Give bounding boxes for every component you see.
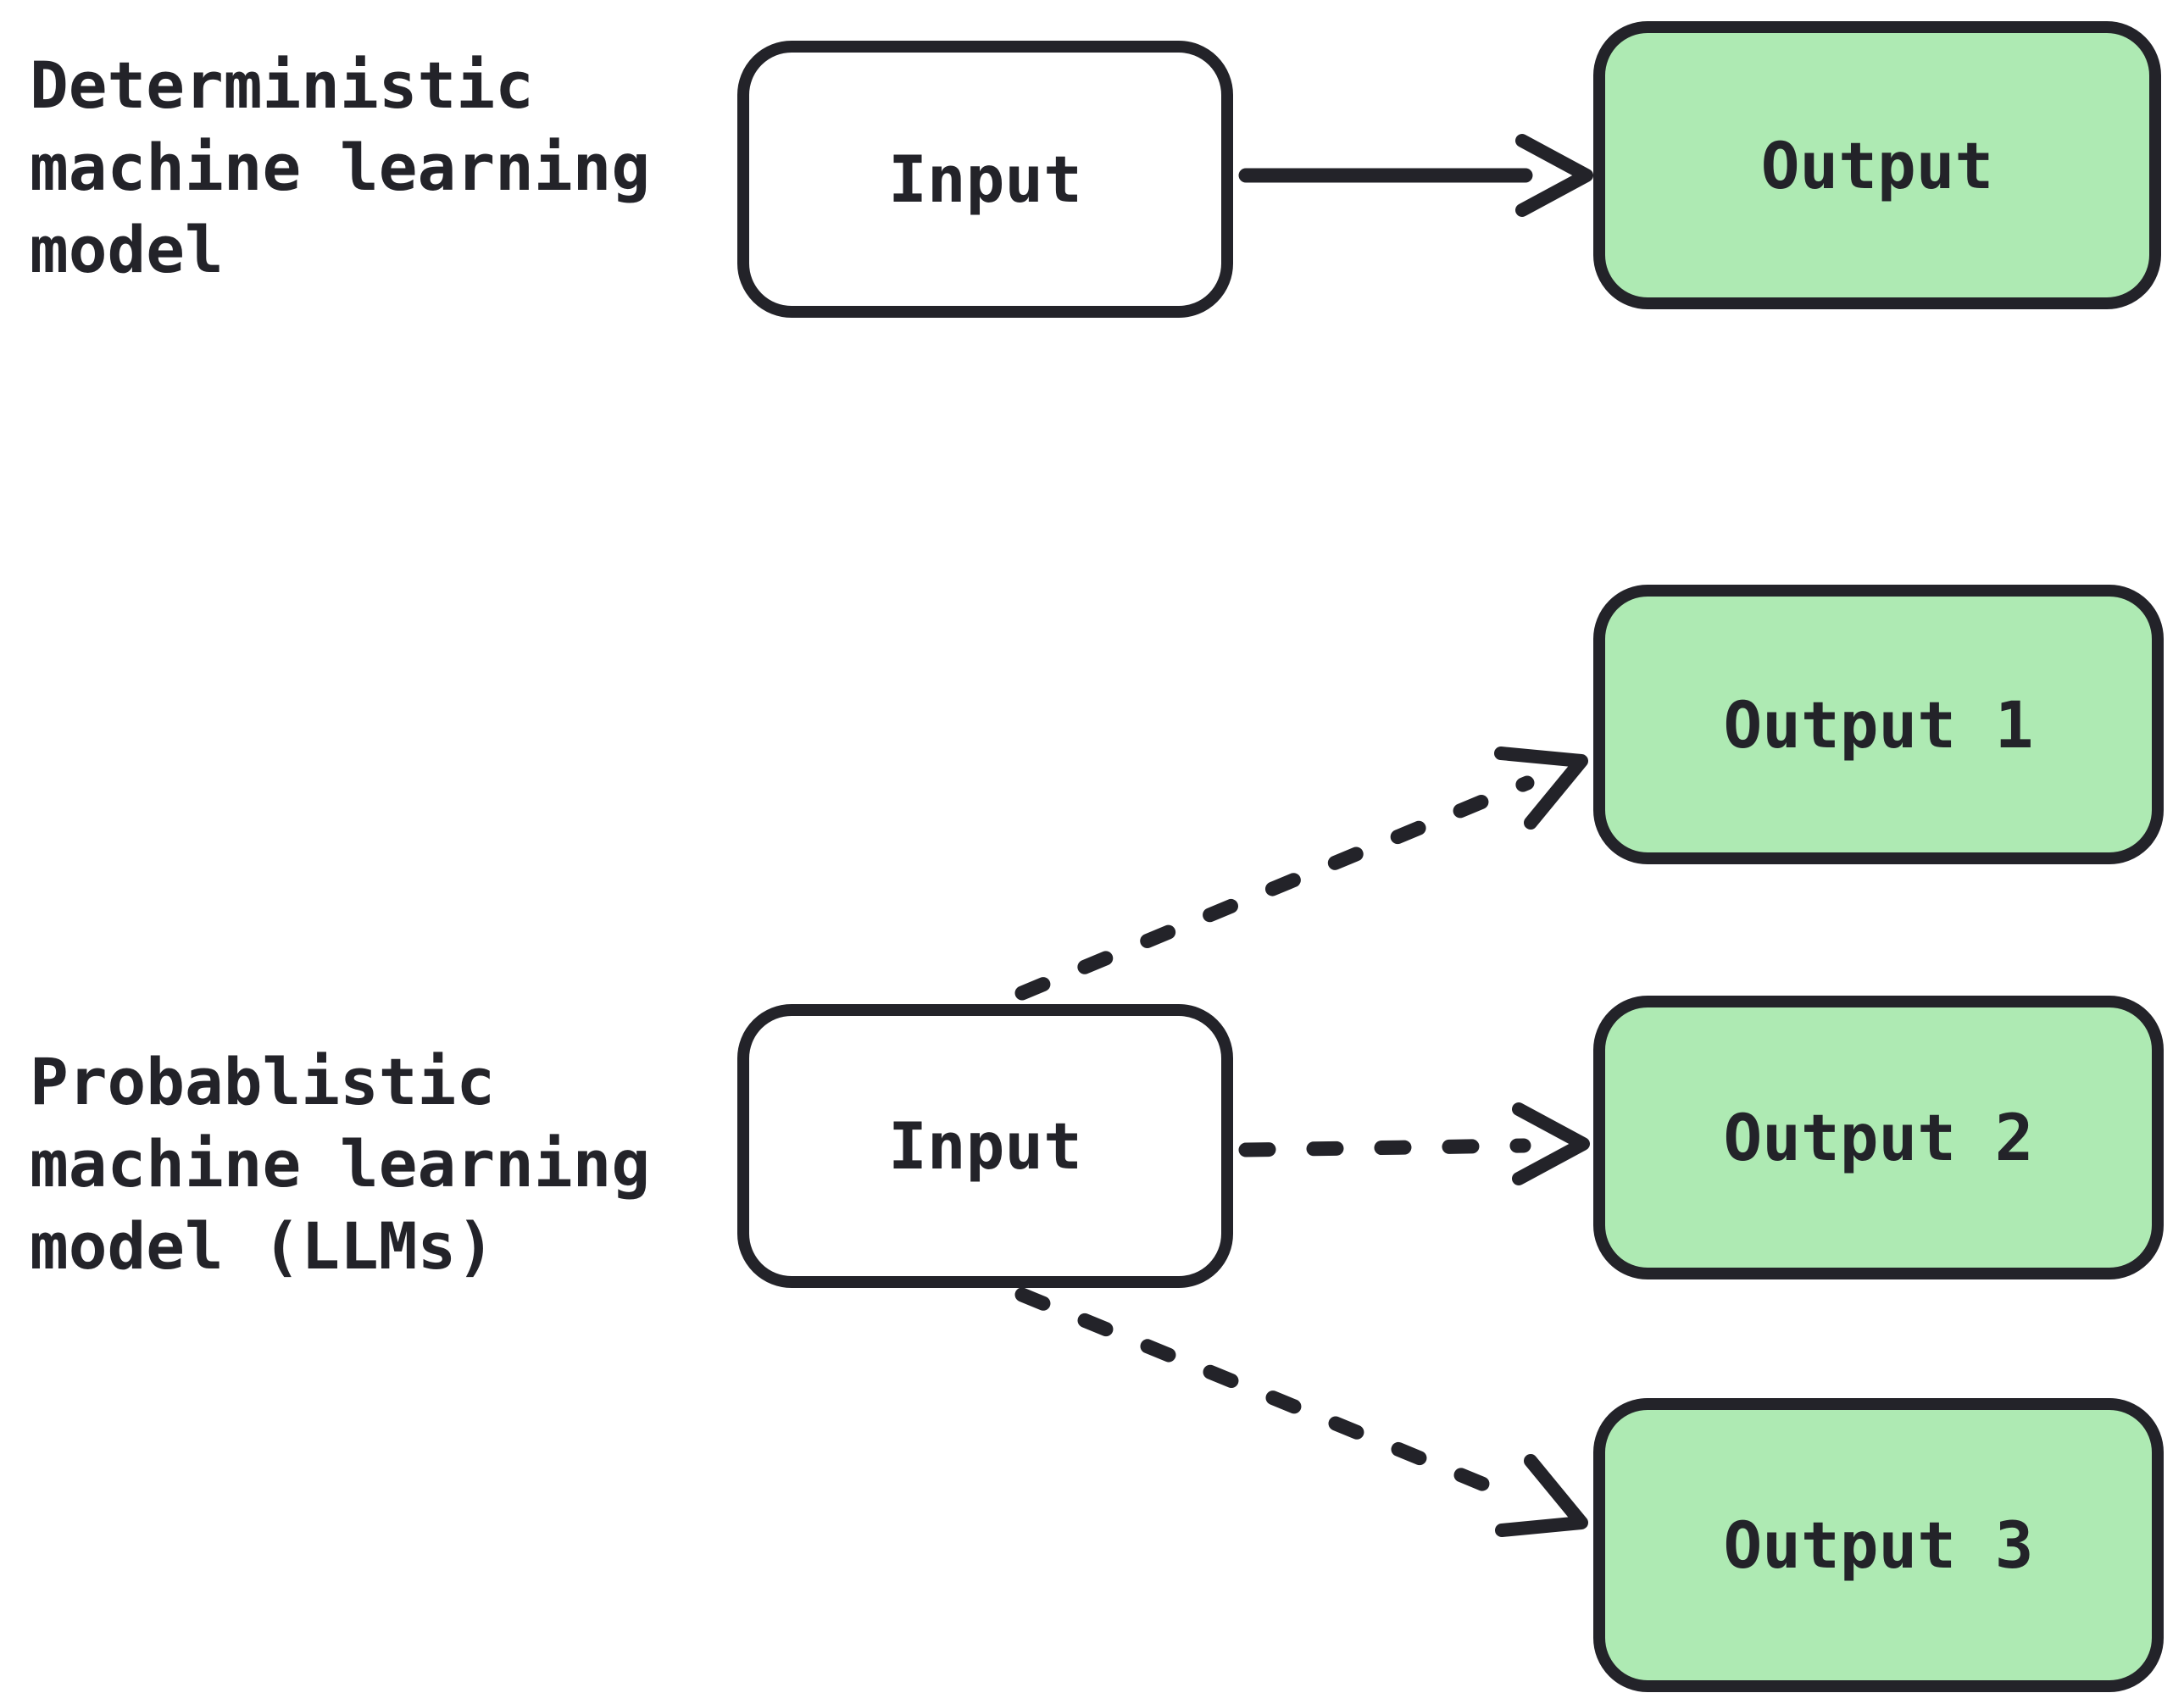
node-output-2: Output 2 — [1593, 996, 2164, 1279]
dashed-arrow-input-to-output3 — [1014, 1287, 1588, 1537]
caption-line: model (LLMs) — [30, 1208, 496, 1284]
node-label: Output — [1760, 127, 1994, 203]
node-input-deterministic: Input — [737, 41, 1233, 318]
node-label: Output 3 — [1723, 1507, 2034, 1583]
dashed-arrow-input-to-output1 — [1014, 747, 1588, 1001]
solid-arrow-input-to-output — [1238, 134, 1593, 217]
caption-deterministic-model: Deterministic machine learning model — [30, 44, 650, 291]
node-label: Output 1 — [1723, 686, 2034, 763]
node-output-deterministic: Output — [1593, 21, 2161, 309]
caption-probablistic-model: Probablistic machine learning model (LLM… — [30, 1041, 650, 1287]
node-output-3: Output 3 — [1593, 1398, 2164, 1692]
node-label: Output 2 — [1723, 1100, 2034, 1175]
node-input-probablistic: Input — [737, 1004, 1233, 1288]
node-label: Input — [888, 1108, 1082, 1184]
node-output-1: Output 1 — [1593, 585, 2164, 864]
caption-line: Probablistic — [30, 1044, 496, 1119]
caption-line: model — [30, 212, 224, 287]
caption-line: Deterministic — [30, 47, 534, 123]
dashed-arrow-input-to-output2 — [1238, 1102, 1590, 1185]
node-label: Input — [888, 142, 1082, 217]
caption-line: machine learning — [30, 1126, 651, 1202]
caption-line: machine learning — [30, 130, 651, 205]
